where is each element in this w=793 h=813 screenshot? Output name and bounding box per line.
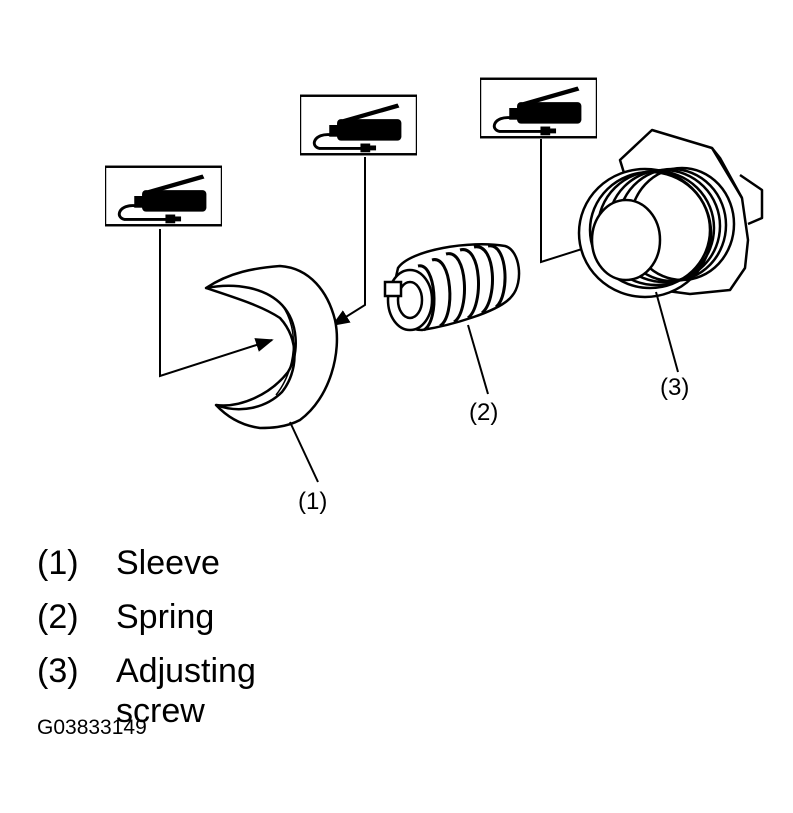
lubrication-arrow-2 bbox=[331, 157, 366, 326]
callout-label-2: (2) bbox=[469, 399, 499, 426]
adjusting-screw-part bbox=[577, 128, 764, 299]
grease-gun-icon bbox=[300, 94, 417, 156]
legend-part-name: Spring bbox=[116, 598, 215, 636]
callout-label-3: (3) bbox=[660, 374, 690, 401]
figure-id: G03833149 bbox=[37, 716, 147, 739]
leader-line-1 bbox=[289, 421, 319, 483]
leader-line-2 bbox=[467, 324, 489, 395]
exploded-view-diagram bbox=[105, 77, 764, 483]
grease-gun-icon bbox=[480, 77, 597, 139]
grease-gun-icon bbox=[105, 165, 222, 227]
legend-part-name: Sleeve bbox=[116, 544, 220, 582]
spring-part bbox=[383, 243, 521, 332]
legend-part-name: Adjusting screw bbox=[116, 652, 256, 730]
callout-label-1: (1) bbox=[298, 488, 328, 515]
lubrication-arrow-1 bbox=[159, 229, 274, 378]
legend-number: (3) bbox=[37, 652, 79, 690]
sleeve-part bbox=[204, 264, 339, 430]
legend-number: (2) bbox=[37, 598, 79, 636]
leader-line-3 bbox=[655, 291, 679, 373]
legend-number: (1) bbox=[37, 544, 79, 582]
